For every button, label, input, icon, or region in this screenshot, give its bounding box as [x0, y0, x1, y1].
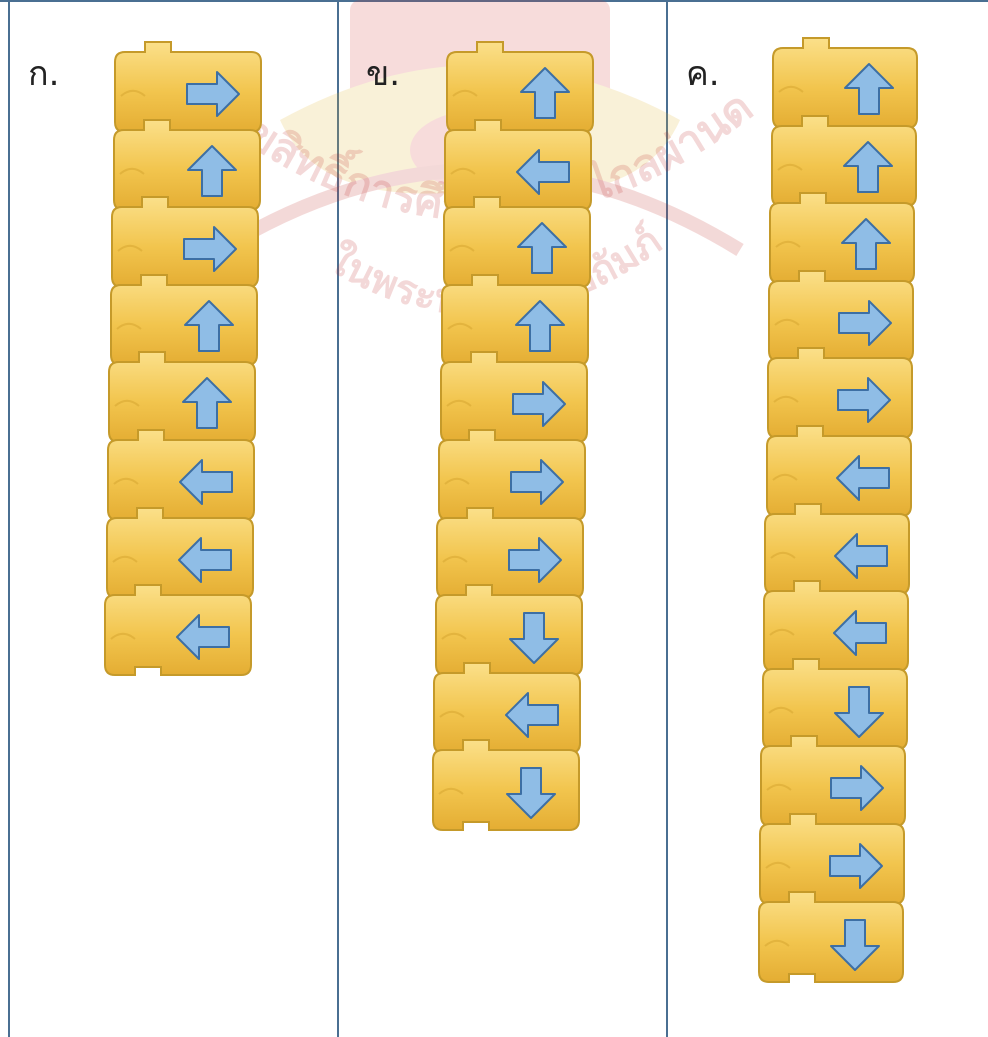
code-block-down [757, 890, 904, 983]
arrow-left-icon [834, 532, 889, 579]
arrow-up-icon [182, 377, 233, 430]
code-block-left [104, 584, 253, 677]
code-block-left [433, 661, 582, 754]
divider-left [8, 0, 10, 1037]
arrow-left-icon [179, 459, 233, 505]
arrow-up-icon [842, 140, 893, 193]
arrow-left-icon [505, 691, 560, 738]
column-label-b: ข. [366, 54, 401, 94]
arrow-left-icon [177, 536, 232, 583]
block-body [757, 890, 904, 983]
arrow-right-icon [186, 71, 240, 117]
arrow-right-icon [830, 765, 885, 812]
arrow-up-icon [515, 299, 566, 352]
arrow-right-icon [838, 299, 893, 346]
arrow-right-icon [510, 459, 564, 505]
arrow-up-icon [520, 67, 570, 119]
block-body [431, 739, 580, 832]
code-block-right [766, 347, 913, 440]
code-block-up [769, 192, 916, 285]
arrow-down-icon [833, 685, 884, 738]
arrow-right-icon [836, 377, 891, 424]
divider-2 [666, 0, 668, 1037]
code-block-up [772, 37, 918, 129]
arrow-left-icon [832, 610, 887, 657]
column-label-a: ก. [28, 54, 60, 94]
arrow-up-icon [841, 218, 892, 271]
arrow-right-icon [183, 226, 238, 273]
arrow-down-icon [505, 767, 556, 820]
arrow-right-icon [511, 381, 566, 428]
arrow-up-icon [516, 222, 567, 275]
arrow-left-icon [516, 148, 571, 195]
arrow-up-icon [186, 144, 237, 197]
arrow-left-icon [835, 455, 890, 501]
arrow-right-icon [508, 536, 563, 583]
arrow-up-icon [183, 299, 234, 352]
divider-1 [337, 0, 339, 1037]
block-body [104, 584, 253, 677]
arrow-right-icon [829, 843, 883, 889]
code-block-left [762, 580, 909, 673]
code-block-down [761, 657, 908, 750]
code-block-up [446, 41, 594, 133]
code-block-down [431, 739, 580, 832]
arrow-down-icon [508, 612, 559, 665]
arrow-left-icon [176, 614, 231, 661]
code-block-right [438, 429, 586, 521]
code-block-left [444, 118, 593, 211]
code-block-right [111, 196, 260, 289]
code-block-up [112, 118, 261, 211]
code-block-left [107, 429, 255, 521]
code-block-up [108, 351, 257, 444]
top-border [0, 0, 988, 2]
column-label-c: ค. [686, 54, 720, 94]
arrow-down-icon [829, 918, 880, 971]
arrow-up-icon [844, 63, 894, 115]
